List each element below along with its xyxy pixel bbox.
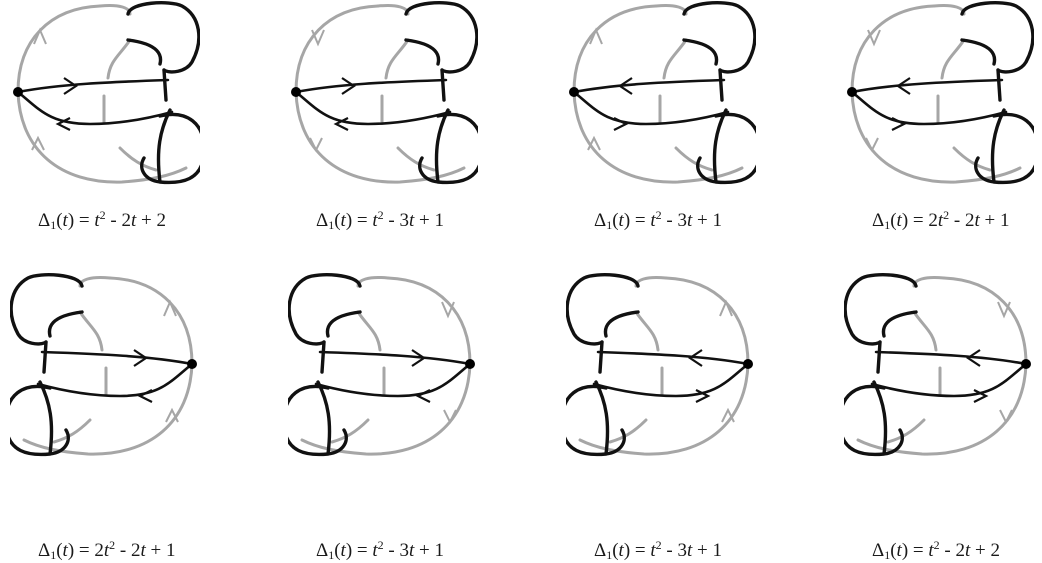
grey-arrow-icon bbox=[441, 301, 455, 319]
vertex-point bbox=[13, 87, 23, 97]
grey-outer-arc bbox=[22, 276, 194, 456]
grey-arrow-icon bbox=[163, 299, 177, 317]
grey-arrow-icon bbox=[719, 299, 733, 317]
black-knot-strand bbox=[682, 1, 756, 185]
grey-arrow-icon bbox=[865, 137, 879, 153]
grey-inner-strand bbox=[654, 4, 714, 172]
grey-inner-strand bbox=[376, 4, 436, 172]
theta-graph-diagram bbox=[569, 1, 756, 185]
grey-arrow-icon bbox=[311, 29, 325, 47]
theta-graph-diagram bbox=[288, 273, 475, 457]
grey-arrow-icon bbox=[587, 135, 601, 151]
theta-graph-diagram bbox=[10, 273, 197, 457]
grey-inner-strand bbox=[608, 276, 668, 444]
arrow-icon bbox=[415, 389, 431, 403]
arrow-icon bbox=[63, 77, 78, 95]
alexander-polynomial-caption: Δ1(t) = t2 - 3t + 1 bbox=[594, 538, 722, 562]
arrow-icon bbox=[695, 389, 711, 403]
arrow-icon bbox=[137, 389, 153, 403]
alexander-polynomial-caption: Δ1(t) = t2 - 2t + 2 bbox=[872, 538, 1000, 562]
arrow-icon bbox=[688, 349, 703, 367]
black-knot-strand bbox=[404, 1, 478, 185]
theta-graph-diagram bbox=[291, 1, 478, 185]
arrow-icon bbox=[613, 117, 629, 131]
grey-arrow-icon bbox=[31, 135, 45, 151]
grey-arrow-icon bbox=[309, 137, 323, 153]
arrow-icon bbox=[341, 77, 356, 95]
theta-edge-bottom bbox=[850, 90, 1008, 126]
theta-edge-top bbox=[16, 78, 170, 94]
alexander-polynomial-caption: Δ1(t) = t2 - 2t + 2 bbox=[38, 208, 166, 232]
black-knot-strand bbox=[844, 273, 918, 457]
theta-edge-top bbox=[40, 350, 194, 366]
grey-outer-arc bbox=[856, 276, 1028, 456]
theta-edge-bottom bbox=[314, 362, 472, 398]
alexander-polynomial-caption: Δ1(t) = 2t2 - 2t + 1 bbox=[872, 208, 1010, 232]
grey-arrow-icon bbox=[33, 27, 47, 45]
alexander-polynomial-caption: Δ1(t) = t2 - 3t + 1 bbox=[316, 208, 444, 232]
theta-graph-diagram bbox=[566, 273, 753, 457]
grey-arrow-icon bbox=[997, 301, 1011, 319]
theta-edge-top bbox=[294, 78, 448, 94]
theta-edge-top bbox=[572, 78, 726, 94]
grey-outer-arc bbox=[294, 4, 466, 184]
grey-arrow-icon bbox=[589, 27, 603, 45]
theta-edge-top bbox=[874, 350, 1028, 366]
vertex-point bbox=[465, 359, 475, 369]
vertex-point bbox=[1021, 359, 1031, 369]
theta-edge-top bbox=[850, 78, 1004, 94]
vertex-point bbox=[291, 87, 301, 97]
theta-edge-bottom bbox=[294, 90, 452, 126]
arrow-icon bbox=[973, 389, 989, 403]
theta-edge-bottom bbox=[16, 90, 174, 126]
black-knot-strand bbox=[126, 1, 200, 185]
alexander-polynomial-caption: Δ1(t) = 2t2 - 2t + 1 bbox=[38, 538, 176, 562]
grey-arrow-icon bbox=[443, 409, 457, 425]
black-knot-strand bbox=[566, 273, 640, 457]
vertex-point bbox=[569, 87, 579, 97]
grey-arrow-icon bbox=[999, 409, 1013, 425]
grey-outer-arc bbox=[16, 4, 188, 184]
grey-outer-arc bbox=[572, 4, 744, 184]
grey-arrow-icon bbox=[867, 29, 881, 47]
grey-outer-arc bbox=[300, 276, 472, 456]
theta-edge-bottom bbox=[592, 362, 750, 398]
theta-edge-bottom bbox=[870, 362, 1028, 398]
alexander-polynomial-caption: Δ1(t) = t2 - 3t + 1 bbox=[316, 538, 444, 562]
theta-edge-bottom bbox=[36, 362, 194, 398]
alexander-polynomial-caption: Δ1(t) = t2 - 3t + 1 bbox=[594, 208, 722, 232]
arrow-icon bbox=[618, 77, 633, 95]
grey-inner-strand bbox=[52, 276, 112, 444]
arrow-icon bbox=[133, 349, 148, 367]
black-knot-strand bbox=[288, 273, 362, 457]
vertex-point bbox=[187, 359, 197, 369]
grey-inner-strand bbox=[330, 276, 390, 444]
grey-inner-strand bbox=[886, 276, 946, 444]
arrow-icon bbox=[333, 117, 349, 131]
arrow-icon bbox=[896, 77, 911, 95]
theta-graph-diagram bbox=[13, 1, 200, 185]
black-knot-strand bbox=[10, 273, 84, 457]
arrow-icon bbox=[411, 349, 426, 367]
grey-arrow-icon bbox=[721, 407, 735, 423]
theta-edge-top bbox=[318, 350, 472, 366]
grey-inner-strand bbox=[98, 4, 158, 172]
theta-graph-diagram bbox=[844, 273, 1031, 457]
theta-edge-top bbox=[596, 350, 750, 366]
theta-edge-bottom bbox=[572, 90, 730, 126]
vertex-point bbox=[847, 87, 857, 97]
black-knot-strand bbox=[960, 1, 1034, 185]
arrow-icon bbox=[891, 117, 907, 131]
grey-outer-arc bbox=[850, 4, 1022, 184]
arrow-icon bbox=[966, 349, 981, 367]
theta-graph-diagram bbox=[847, 1, 1034, 185]
arrow-icon bbox=[55, 117, 71, 131]
grey-arrow-icon bbox=[165, 407, 179, 423]
grey-outer-arc bbox=[578, 276, 750, 456]
grey-inner-strand bbox=[932, 4, 992, 172]
vertex-point bbox=[743, 359, 753, 369]
